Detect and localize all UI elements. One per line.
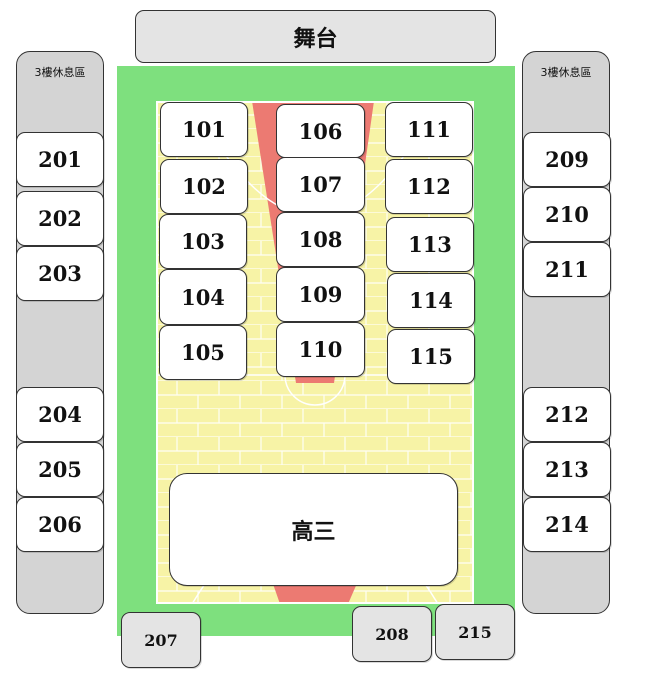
section-207[interactable]: 207 (121, 612, 201, 668)
senior-block[interactable]: 高三 (169, 473, 458, 586)
section-203[interactable]: 203 (16, 246, 104, 301)
section-210[interactable]: 210 (523, 187, 611, 242)
stage[interactable]: 舞台 (135, 10, 496, 63)
section-206[interactable]: 206 (16, 497, 104, 552)
section-214[interactable]: 214 (523, 497, 611, 552)
section-212[interactable]: 212 (523, 387, 611, 442)
section-102[interactable]: 102 (160, 159, 248, 214)
section-109[interactable]: 109 (276, 267, 365, 322)
section-115[interactable]: 115 (387, 329, 475, 384)
section-106[interactable]: 106 (276, 104, 365, 158)
section-108[interactable]: 108 (276, 212, 365, 267)
section-104[interactable]: 104 (159, 269, 247, 325)
section-111[interactable]: 111 (385, 102, 473, 157)
left-lounge-label: 3樓休息區 (34, 66, 86, 79)
section-110[interactable]: 110 (276, 322, 365, 377)
senior-block-label: 高三 (291, 519, 336, 545)
section-204[interactable]: 204 (16, 387, 104, 442)
section-211[interactable]: 211 (523, 242, 611, 297)
section-208[interactable]: 208 (352, 606, 432, 662)
section-202[interactable]: 202 (16, 191, 104, 246)
section-201[interactable]: 201 (16, 132, 104, 187)
section-114[interactable]: 114 (387, 273, 475, 328)
section-205[interactable]: 205 (16, 442, 104, 497)
section-209[interactable]: 209 (523, 132, 611, 187)
stage-label: 舞台 (293, 26, 338, 52)
section-103[interactable]: 103 (159, 214, 247, 269)
section-213[interactable]: 213 (523, 442, 611, 497)
section-101[interactable]: 101 (160, 102, 248, 157)
section-107[interactable]: 107 (276, 157, 365, 212)
section-105[interactable]: 105 (159, 325, 247, 380)
section-215[interactable]: 215 (435, 604, 515, 660)
section-112[interactable]: 112 (385, 159, 473, 214)
bottom-key (272, 581, 358, 604)
right-lounge-label: 3樓休息區 (540, 66, 592, 79)
section-113[interactable]: 113 (386, 217, 474, 272)
